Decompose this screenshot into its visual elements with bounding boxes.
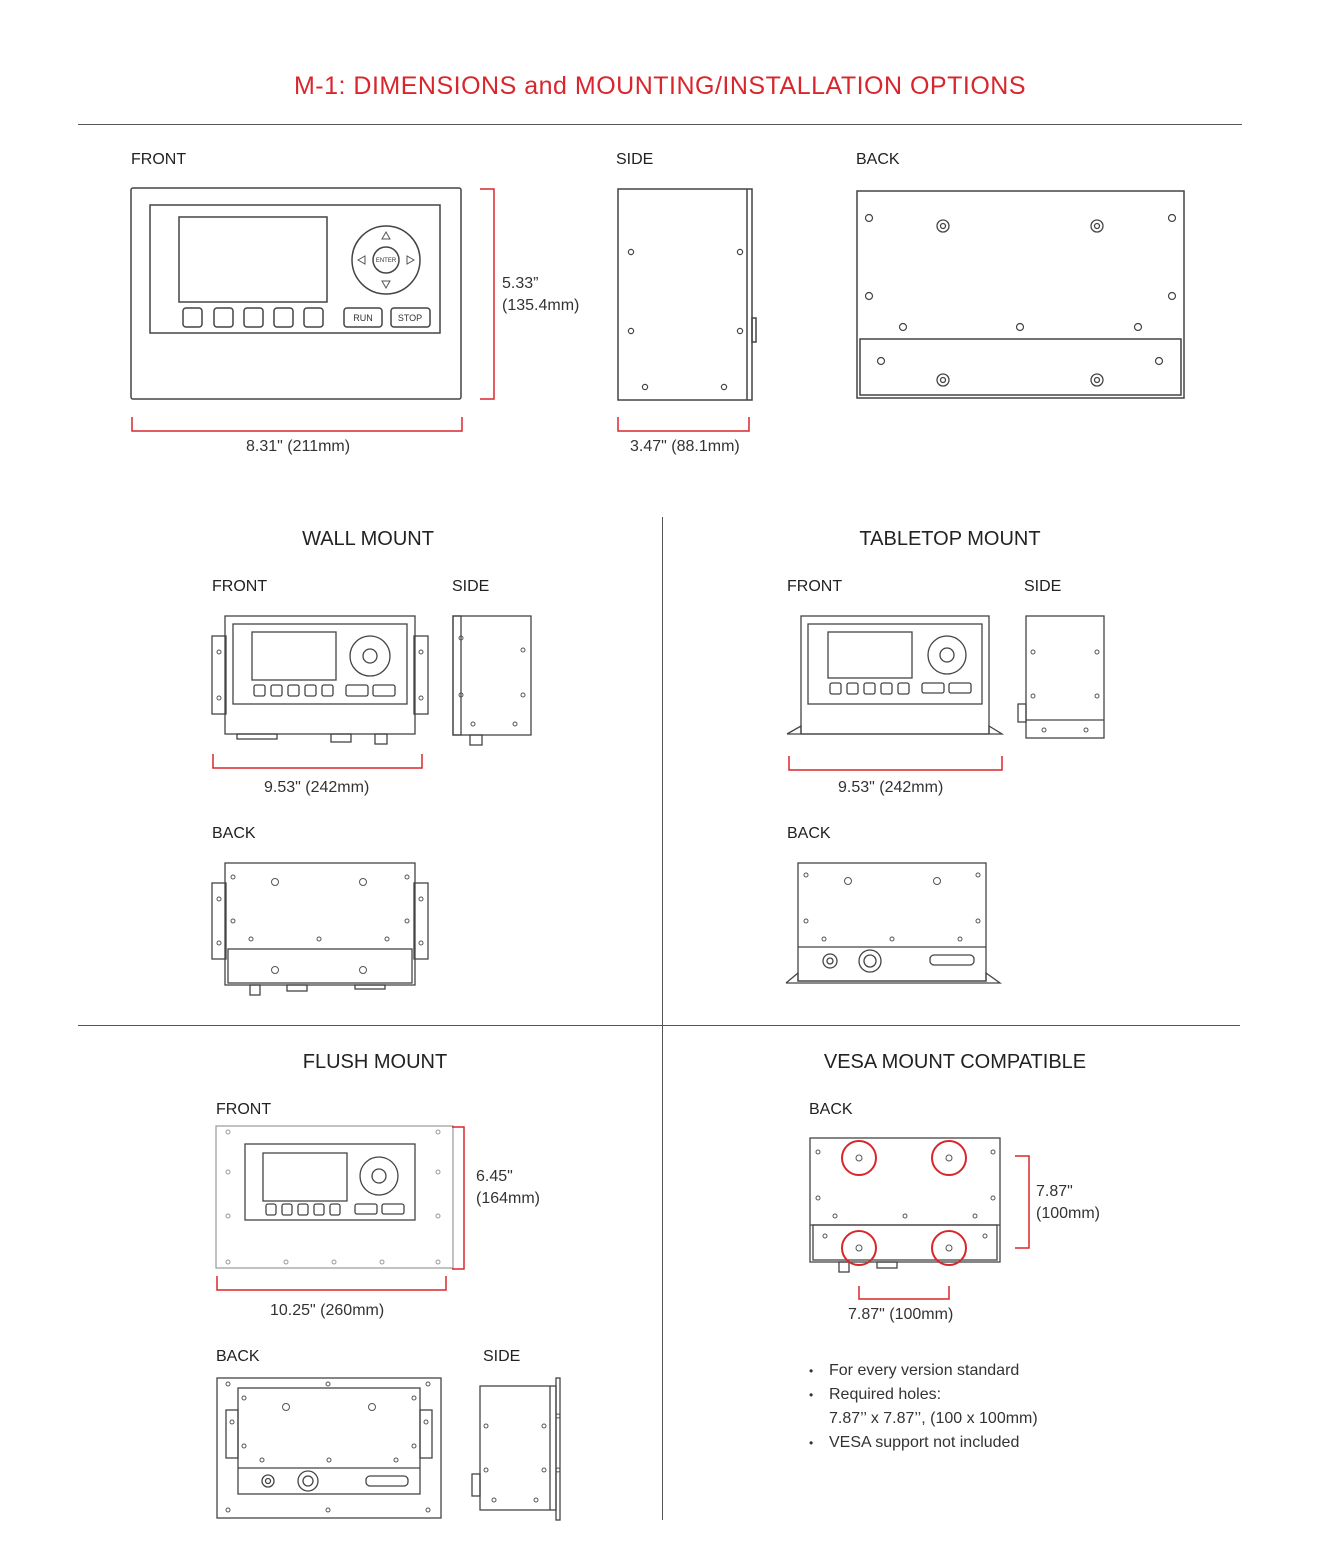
wall-back-label: BACK bbox=[212, 825, 256, 842]
stop-key-label: STOP bbox=[398, 313, 422, 323]
wall-front-label: FRONT bbox=[212, 578, 268, 595]
vesa-height-dim-mm: (100mm) bbox=[1036, 1205, 1101, 1222]
vesa-note-continuation: 7.87’’ x 7.87’’, (100 x 100mm) bbox=[829, 1410, 1038, 1427]
top-height-dim-mm: (135.4mm) bbox=[502, 297, 580, 314]
tabletop-side-label: SIDE bbox=[1024, 578, 1062, 595]
vesa-back-label: BACK bbox=[809, 1101, 853, 1118]
vesa-mount-title: VESA MOUNT COMPATIBLE bbox=[823, 1051, 1087, 1073]
run-key-label: RUN bbox=[353, 313, 373, 323]
top-front-drawing: ENTER RUN STOP bbox=[130, 187, 495, 432]
top-back-label: BACK bbox=[856, 151, 900, 168]
flush-width-dim: 10.25" (260mm) bbox=[270, 1302, 385, 1319]
page-title: M-1: DIMENSIONS and MOUNTING/INSTALLATIO… bbox=[293, 72, 1026, 100]
top-back-drawing bbox=[856, 190, 1185, 399]
top-width-dim: 8.31" (211mm) bbox=[246, 438, 351, 455]
flush-front-drawing bbox=[215, 1125, 465, 1291]
wall-side-drawing bbox=[452, 615, 532, 746]
vesa-note-item: VESA support not included bbox=[809, 1431, 1109, 1455]
flush-height-dim-mm: (164mm) bbox=[476, 1190, 541, 1207]
tabletop-back-drawing bbox=[785, 862, 1003, 984]
vesa-note-item: For every version standard bbox=[809, 1359, 1109, 1383]
flush-side-label: SIDE bbox=[483, 1348, 521, 1365]
flush-back-label: BACK bbox=[216, 1348, 260, 1365]
top-front-label: FRONT bbox=[131, 151, 187, 168]
vesa-notes: For every version standard Required hole… bbox=[809, 1359, 1109, 1455]
tabletop-mount-title: TABLETOP MOUNT bbox=[859, 528, 1041, 550]
vesa-width-dim: 7.87" (100mm) bbox=[848, 1306, 954, 1323]
wall-front-drawing bbox=[211, 615, 429, 769]
tabletop-width-dim: 9.53" (242mm) bbox=[838, 779, 944, 796]
tabletop-front-label: FRONT bbox=[787, 578, 843, 595]
wall-width-dim: 9.53" (242mm) bbox=[264, 779, 370, 796]
vesa-back-drawing bbox=[809, 1137, 1030, 1300]
wall-side-label: SIDE bbox=[452, 578, 490, 595]
vesa-note-item: Required holes: bbox=[809, 1383, 1109, 1407]
tabletop-back-label: BACK bbox=[787, 825, 831, 842]
vesa-height-dim-in: 7.87" bbox=[1036, 1183, 1073, 1200]
top-side-label: SIDE bbox=[616, 151, 654, 168]
enter-key-label: ENTER bbox=[376, 258, 397, 264]
flush-mount-title: FLUSH MOUNT bbox=[302, 1051, 448, 1073]
top-height-dim-in: 5.33” bbox=[502, 275, 539, 292]
flush-height-dim-in: 6.45" bbox=[476, 1168, 513, 1185]
flush-side-drawing bbox=[471, 1377, 561, 1521]
tabletop-side-drawing bbox=[1017, 615, 1105, 739]
flush-back-drawing bbox=[216, 1377, 442, 1519]
middle-divider bbox=[78, 1025, 1240, 1026]
tabletop-front-drawing bbox=[786, 615, 1005, 771]
wall-mount-title: WALL MOUNT bbox=[302, 528, 434, 550]
top-side-drawing bbox=[617, 188, 757, 432]
flush-front-label: FRONT bbox=[216, 1101, 272, 1118]
center-divider bbox=[662, 517, 663, 1520]
top-depth-dim: 3.47" (88.1mm) bbox=[630, 438, 740, 455]
wall-back-drawing bbox=[211, 862, 429, 996]
top-divider bbox=[78, 124, 1242, 125]
